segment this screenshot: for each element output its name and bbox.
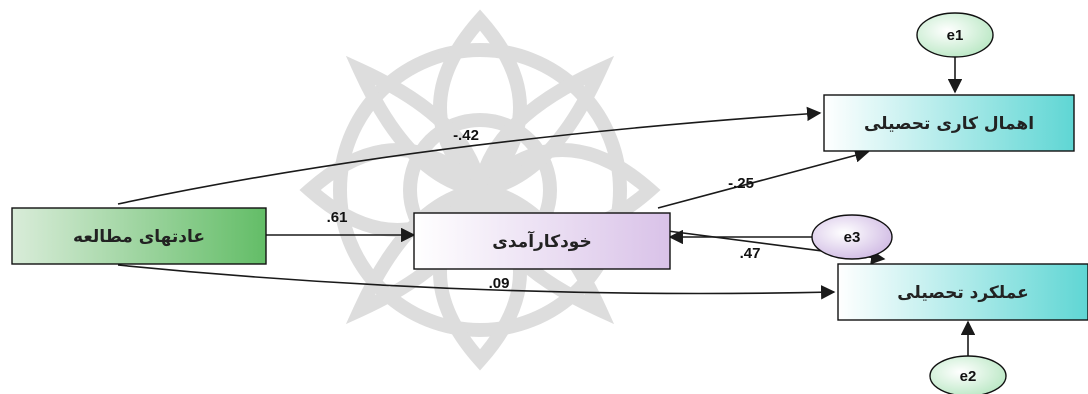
- error-e2-label: e2: [960, 368, 977, 385]
- coef-selfefficacy-procrastination: -.25: [728, 175, 754, 192]
- node-self-efficacy-label: خودکارآمدی: [492, 230, 591, 252]
- node-self-efficacy: خودکارآمدی: [413, 212, 671, 270]
- node-performance: عملکرد تحصیلی: [837, 263, 1088, 321]
- error-e1-label: e1: [947, 27, 964, 44]
- paths: [117, 57, 976, 359]
- node-procrastination: اهمال کاری تحصیلی: [823, 94, 1075, 152]
- coef-habits-selfefficacy: .61: [327, 209, 348, 226]
- path-selfefficacy-to-procrastination: [657, 148, 870, 209]
- coef-habits-procrastination: -.42: [453, 127, 479, 144]
- path-habits-to-procrastination: [117, 106, 822, 205]
- node-procrastination-label: اهمال کاری تحصیلی: [864, 114, 1034, 134]
- node-performance-label: عملکرد تحصیلی: [897, 283, 1029, 303]
- error-e3-label: e3: [844, 229, 861, 246]
- node-study-habits: عادتهای مطالعه: [11, 207, 267, 265]
- node-study-habits-label: عادتهای مطالعه: [73, 227, 205, 247]
- path-habits-to-performance: [117, 264, 836, 300]
- error-e2: e2: [929, 355, 1007, 394]
- watermark-ornament: [299, 9, 661, 371]
- coef-selfefficacy-performance: .47: [740, 245, 761, 262]
- error-e1: e1: [916, 12, 994, 58]
- error-e3: e3: [811, 214, 893, 260]
- coef-habits-performance: .09: [489, 275, 510, 292]
